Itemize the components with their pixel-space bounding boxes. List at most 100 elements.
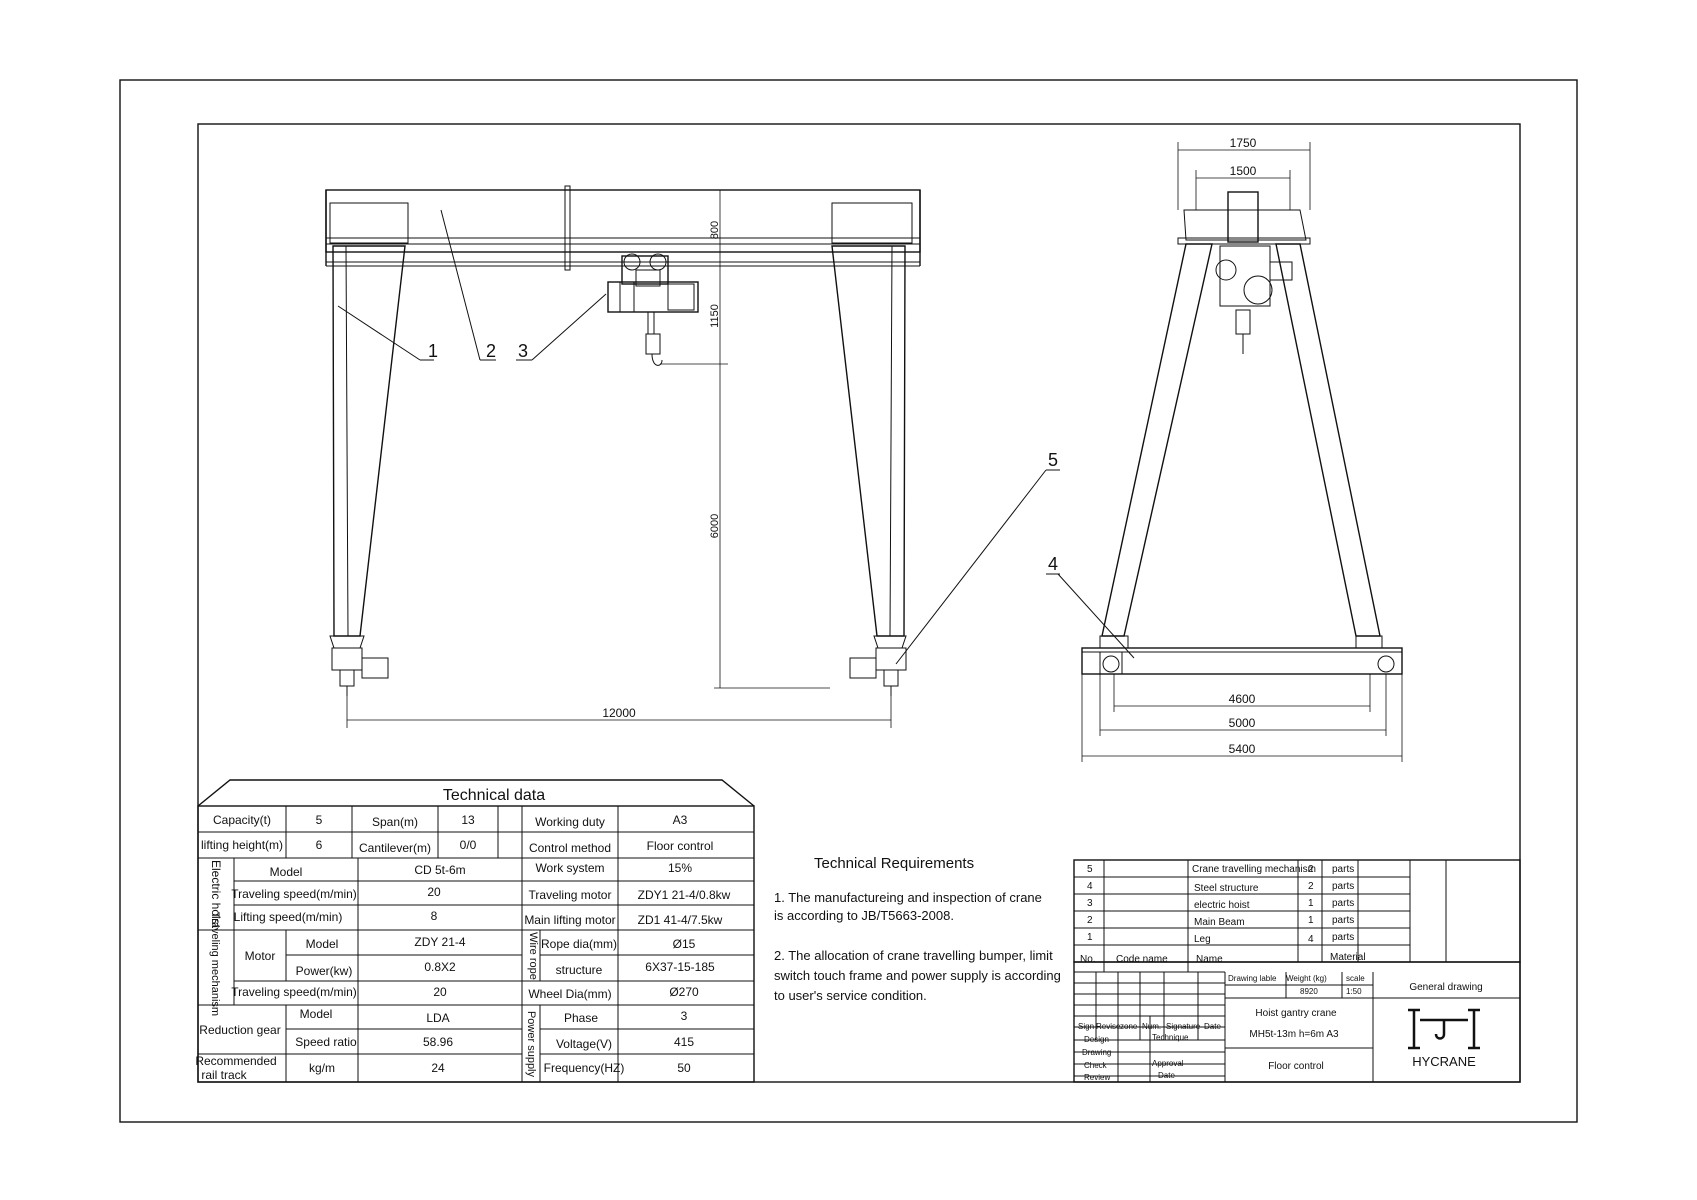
structure-value: 6X37-15-185	[645, 960, 715, 974]
phase-value: 3	[681, 1009, 688, 1023]
part-label-5: 5	[1048, 450, 1058, 470]
rail-unit: kg/m	[309, 1061, 335, 1075]
freq-value: 50	[677, 1061, 691, 1075]
parts-list: 5 Crane travelling mechanism 2 parts 4 S…	[1073, 859, 1521, 972]
freq-label: Frequency(HZ)	[544, 1061, 625, 1075]
work-system-label: Work system	[535, 861, 604, 875]
voltage-value: 415	[674, 1035, 694, 1049]
trav-group-label: Traveling mechanism	[209, 912, 221, 1016]
req-line-2a: 2. The allocation of crane travelling bu…	[774, 948, 1053, 963]
tech-data-title: Technical data	[443, 787, 545, 804]
parts-header-name: Name	[1196, 954, 1223, 965]
parts-header-no: No.	[1080, 954, 1096, 965]
review-label: Review	[1084, 1073, 1110, 1082]
part-label-1: 1	[428, 341, 438, 361]
wheel-value: Ø270	[669, 985, 699, 999]
electric-hoist	[607, 253, 699, 366]
parts-header-material: Material	[1330, 952, 1366, 963]
main-beam	[325, 189, 921, 253]
part-no: 2	[1087, 915, 1093, 926]
hoist-lift-value: 8	[431, 909, 438, 923]
design-label: Design	[1084, 1035, 1109, 1044]
part-label-3: 3	[518, 341, 528, 361]
brand-name: HYCRANE	[1412, 1054, 1476, 1069]
lift-height-value: 6	[316, 838, 323, 852]
lift-height-label: lifting height(m)	[201, 838, 283, 852]
hoist-model-value: CD 5t-6m	[414, 863, 465, 877]
part-name: Main Beam	[1194, 917, 1245, 928]
dim-span: 12000	[602, 706, 636, 720]
req-line-1b: is according to JB/T5663-2008.	[774, 908, 954, 923]
ratio-label: Speed ratio	[295, 1035, 357, 1049]
zone-label: zone	[1120, 1022, 1138, 1031]
req-line-1a: 1. The manufactureing and inspection of …	[774, 890, 1042, 905]
work-system-value: 15%	[668, 861, 692, 875]
inner-border	[197, 123, 1521, 1083]
side-right-leg	[1275, 243, 1381, 637]
date-label: Date	[1204, 1022, 1221, 1031]
dim-lift-height: 6000	[709, 514, 721, 538]
part-name: Steel structure	[1194, 883, 1259, 894]
floor-control: Floor control	[1268, 1061, 1324, 1072]
date2-label: Date	[1158, 1071, 1175, 1080]
technical-requirements: Technical Requirements 1. The manufactur…	[774, 855, 1061, 1003]
req-line-2b: switch touch frame and power supply is a…	[774, 968, 1061, 983]
rail-label-1: Recommended	[195, 1054, 276, 1068]
requirements-title: Technical Requirements	[814, 855, 974, 872]
right-leg	[831, 245, 906, 637]
dim-hoist-height: 1150	[709, 304, 721, 328]
ratio-value: 58.96	[423, 1035, 453, 1049]
weight-value: 8920	[1300, 987, 1318, 996]
parts-header-code: Code name	[1116, 954, 1168, 965]
part-qty: 1	[1308, 898, 1314, 909]
part-no: 3	[1087, 898, 1093, 909]
base-beam	[1081, 647, 1403, 675]
trav-model-label: Model	[306, 937, 339, 951]
rope-dia-value: Ø15	[673, 937, 696, 951]
red-model-label: Model	[300, 1007, 333, 1021]
part-qty: 4	[1308, 934, 1314, 945]
span-value: 13	[461, 813, 475, 827]
supply-group-label: Power supply	[525, 1011, 537, 1078]
power-label: Power(kw)	[296, 964, 353, 978]
sign-label: Sign	[1078, 1022, 1094, 1031]
part-unit: parts	[1332, 864, 1354, 875]
duty-label: Working duty	[535, 815, 605, 829]
check-label: Check	[1084, 1061, 1108, 1070]
part-qty: 2	[1308, 864, 1314, 875]
part-unit: parts	[1332, 932, 1354, 943]
capacity-label: Capacity(t)	[213, 813, 271, 827]
left-leg	[332, 245, 406, 637]
part-label-2: 2	[486, 341, 496, 361]
motor-label: Motor	[245, 949, 276, 963]
hoist-trav-label: Traveling speed(m/min)	[231, 887, 357, 901]
control-value: Floor control	[647, 839, 714, 853]
req-line-2c: to user's service condition.	[774, 988, 927, 1003]
dim-beam-height: 800	[709, 221, 721, 239]
duty-value: A3	[673, 813, 688, 827]
cantilever-value: 0/0	[460, 838, 477, 852]
product-name: Hoist gantry crane	[1255, 1008, 1337, 1019]
phase-label: Phase	[564, 1011, 598, 1025]
wheel-label: Wheel Dia(mm)	[528, 987, 611, 1001]
part-qty: 2	[1308, 881, 1314, 892]
dim-base-1: 4600	[1229, 692, 1256, 706]
revise-label: Revise	[1096, 1022, 1121, 1031]
front-view: 800 1150 6000 12000 1 2 3 5	[325, 185, 1060, 728]
span-label: Span(m)	[372, 815, 418, 829]
hoist-lift-label: Lifting speed(m/min)	[234, 910, 343, 924]
dim-top-inner: 1500	[1230, 164, 1257, 178]
cantilever-label: Cantilever(m)	[359, 841, 431, 855]
part-no: 4	[1087, 881, 1093, 892]
hoist-trav-value: 20	[427, 885, 441, 899]
title-block: Drawing lable Weight (kg) scale 8920 1:5…	[1073, 961, 1521, 1083]
power-value: 0.8X2	[424, 960, 456, 974]
structure-label: structure	[556, 963, 603, 977]
trav-speed-label: Traveling speed(m/min)	[231, 985, 357, 999]
capacity-value: 5	[316, 813, 323, 827]
side-left-leg	[1101, 243, 1213, 637]
num-label: Num.	[1142, 1022, 1161, 1031]
technique-label: Technique	[1152, 1033, 1189, 1042]
signature-label: Signature	[1166, 1022, 1201, 1031]
dim-top-outer: 1750	[1230, 136, 1257, 150]
